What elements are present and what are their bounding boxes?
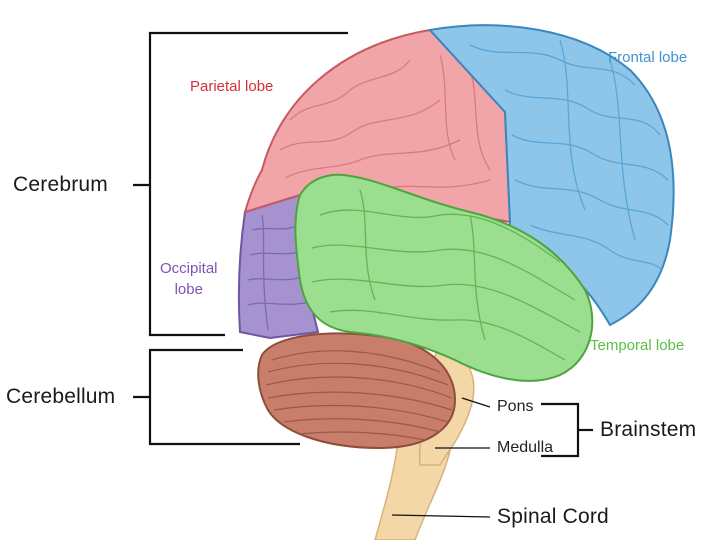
temporal-lobe-label: Temporal lobe bbox=[590, 337, 685, 354]
frontal-lobe-shape bbox=[428, 24, 675, 327]
medulla-label: Medulla bbox=[497, 439, 554, 456]
spinal-cord-label: Spinal Cord bbox=[497, 505, 609, 528]
cerebrum-bracket bbox=[133, 31, 348, 337]
leader-lines bbox=[391, 397, 491, 518]
parietal-lobe-label: Parietal lobe bbox=[190, 78, 274, 95]
occipital-lobe-label: Occipital lobe bbox=[160, 258, 218, 300]
brainstem-label: Brainstem bbox=[600, 418, 697, 441]
cerebrum-label: Cerebrum bbox=[13, 173, 108, 196]
occipital-label-line1: Occipital bbox=[160, 260, 218, 277]
cerebellum-label: Cerebellum bbox=[6, 385, 116, 408]
cerebellum-shape bbox=[257, 332, 457, 450]
occipital-label-line2: lobe bbox=[174, 281, 203, 298]
frontal-lobe-label: Frontal lobe bbox=[608, 49, 688, 66]
brainstem-bracket bbox=[541, 402, 593, 458]
temporal-lobe-shape bbox=[294, 173, 594, 382]
cerebellum-bracket bbox=[133, 348, 300, 446]
pons-label: Pons bbox=[497, 398, 534, 415]
